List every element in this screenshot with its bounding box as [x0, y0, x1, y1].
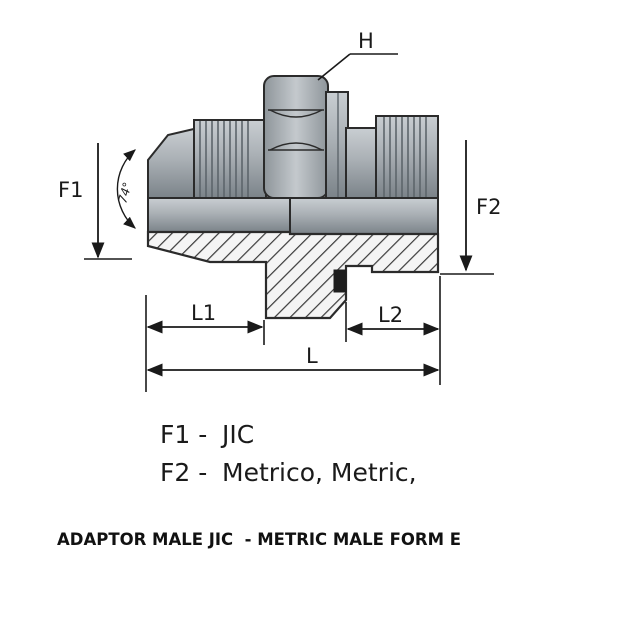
l1-label: L1	[191, 301, 216, 325]
h-leader: H	[317, 29, 398, 81]
f1-label: F1	[58, 178, 83, 202]
legend-f1-key: F1 -	[160, 420, 208, 449]
f2-label: F2	[476, 195, 501, 219]
h-label: H	[358, 29, 374, 53]
section-view	[146, 230, 440, 320]
f1-dimension: F1 74°	[58, 143, 136, 260]
legend-f2-value: Metrico, Metric,	[222, 458, 417, 487]
left-jic-end	[147, 119, 267, 199]
legend-f2: F2 - Metrico, Metric,	[160, 458, 417, 487]
caption: ADAPTOR MALE JIC - METRIC MALE FORM E	[57, 530, 462, 549]
legend-f1-value: JIC	[222, 420, 255, 449]
f2-dimension: F2	[440, 140, 501, 275]
angle-label: 74°	[115, 181, 134, 205]
right-metric-end	[345, 115, 439, 199]
hex-body	[263, 75, 349, 199]
l-label: L	[306, 344, 318, 368]
bore	[147, 197, 439, 235]
l2-label: L2	[378, 303, 403, 327]
legend-f1: F1 - JIC	[160, 420, 254, 449]
legend-f2-key: F2 -	[160, 458, 208, 487]
length-dimensions: L1 L2 L	[145, 276, 441, 392]
o-ring-seal	[333, 269, 347, 293]
